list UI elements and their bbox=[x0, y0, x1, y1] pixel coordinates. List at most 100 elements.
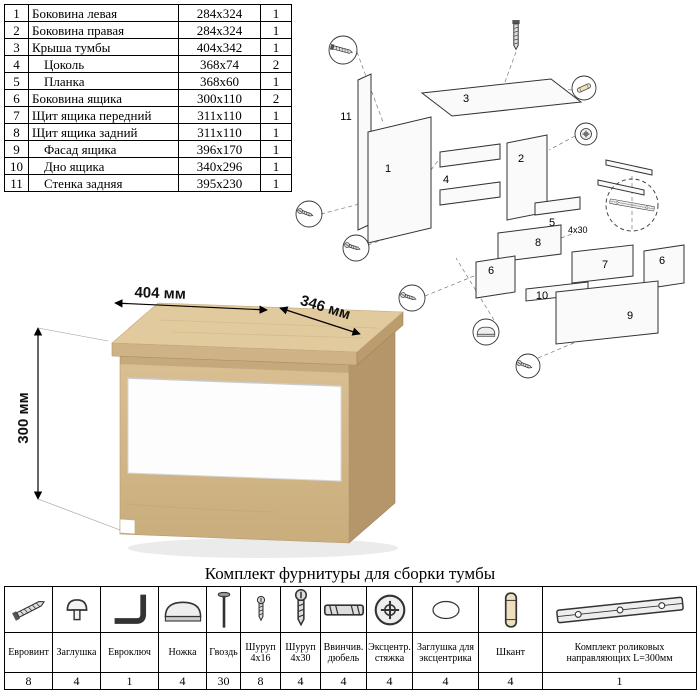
part-qty: 1 bbox=[260, 21, 292, 39]
hardware-callout-circle bbox=[472, 318, 500, 346]
hardware-callout-circle bbox=[571, 75, 597, 101]
hardware-icon-cell bbox=[240, 586, 281, 633]
table-row: 6 Боковина ящика 300х110 2 bbox=[4, 89, 292, 107]
part-label: 6 bbox=[488, 265, 494, 277]
part-number: 11 bbox=[4, 174, 29, 192]
part-number: 7 bbox=[4, 106, 29, 124]
slab-shadow bbox=[120, 356, 349, 373]
screw-icon bbox=[515, 359, 533, 371]
width-dimension-label: 404 мм bbox=[134, 284, 186, 303]
drawer-top-shadow bbox=[127, 377, 342, 387]
hardware-kit-title: Комплект фурнитуры для сборки тумбы bbox=[204, 564, 496, 583]
foot-icon bbox=[476, 326, 496, 337]
screw-4x30-icon bbox=[294, 588, 307, 625]
cabinet-render: 404 мм 346 мм 300 мм bbox=[15, 284, 404, 558]
part-qty: 1 bbox=[260, 72, 292, 90]
drawer-slides-icon bbox=[555, 595, 684, 624]
part-name: Боковина левая bbox=[28, 4, 179, 22]
table-row: 1 Боковина левая 284х324 1 bbox=[4, 4, 292, 22]
part-name: Щит ящика задний bbox=[28, 123, 179, 141]
hardware-icon-cell bbox=[100, 586, 159, 633]
exploded-assembly-diagram: 11 1 3 2 4 5 8 6 7 6 10 9 4х30 bbox=[295, 19, 685, 379]
part-number: 5 bbox=[4, 72, 29, 90]
hardware-qty: 4 bbox=[412, 672, 479, 690]
part-name: Дно ящика bbox=[28, 157, 179, 175]
part-label: 11 bbox=[340, 111, 351, 123]
part-size: 284х324 bbox=[178, 21, 261, 39]
screw-icon bbox=[343, 241, 361, 252]
euroscrew-icon bbox=[11, 596, 46, 621]
table-row: 5 Планка 368х60 1 bbox=[4, 72, 292, 90]
part-number: 9 bbox=[4, 140, 29, 158]
part-name: Крыша тумбы bbox=[28, 38, 179, 56]
hardware-icon-cell bbox=[4, 586, 53, 633]
cam-lock-icon bbox=[374, 594, 405, 625]
dimension-extension-lines bbox=[37, 327, 121, 531]
part-number: 2 bbox=[4, 21, 29, 39]
part-number: 3 bbox=[4, 38, 29, 56]
depth-dimension-arrow bbox=[279, 306, 361, 336]
part-qty: 2 bbox=[260, 55, 292, 73]
foot-icon bbox=[164, 601, 201, 622]
part-label: 8 bbox=[535, 237, 541, 249]
part-9-drawer-facade bbox=[555, 280, 659, 345]
part-number: 6 bbox=[4, 89, 29, 107]
part-qty: 1 bbox=[260, 106, 292, 124]
part-size: 284х324 bbox=[178, 4, 261, 22]
width-dimension-arrow bbox=[114, 299, 268, 314]
hardware-callout-circle bbox=[574, 122, 598, 146]
part-5-strip bbox=[534, 196, 581, 216]
part-6-drawer-side bbox=[475, 255, 516, 299]
dowel-pin-icon bbox=[576, 82, 592, 94]
cam-lock-icon bbox=[580, 128, 592, 140]
hardware-qty: 8 bbox=[240, 672, 281, 690]
part-label: 3 bbox=[463, 93, 469, 105]
part-label: 5 bbox=[549, 217, 555, 229]
hexkey-icon bbox=[114, 594, 143, 620]
hardware-icon-cell bbox=[366, 586, 413, 633]
hardware-icon-cell bbox=[206, 586, 241, 633]
confirmat-screw-icon bbox=[511, 19, 521, 50]
part-qty: 2 bbox=[260, 89, 292, 107]
hardware-table: Евровинт Заглушка Евроключ Ножка Гвоздь … bbox=[4, 586, 697, 690]
hardware-qty: 4 bbox=[52, 672, 101, 690]
cam-cap-icon bbox=[431, 600, 460, 619]
hardware-icon-cell bbox=[158, 586, 207, 633]
hardware-icon-cell bbox=[280, 586, 321, 633]
hardware-callout-circle bbox=[295, 200, 323, 228]
part-size: 311х110 bbox=[178, 106, 261, 124]
hardware-qty: 30 bbox=[206, 672, 241, 690]
hardware-qty: 4 bbox=[320, 672, 367, 690]
hardware-label: Шуруп 4х30 bbox=[280, 632, 321, 673]
part-label: 9 bbox=[627, 310, 633, 322]
hardware-label: Комплект роликовых направляющих L=300мм bbox=[542, 632, 697, 673]
part-size: 340х296 bbox=[178, 157, 261, 175]
part-8-drawer-back bbox=[497, 224, 562, 263]
part-4-plinth-strip bbox=[439, 143, 501, 168]
hardware-label: Заглушка bbox=[52, 632, 101, 673]
part-size: 395х230 bbox=[178, 174, 261, 192]
part-label: 6 bbox=[659, 255, 665, 267]
hardware-label: Шуруп 4х16 bbox=[240, 632, 281, 673]
hardware-label: Гвоздь bbox=[206, 632, 241, 673]
table-row: 11 Стенка задняя 395х230 1 bbox=[4, 174, 292, 192]
part-name: Планка bbox=[28, 72, 179, 90]
part-4-plinth-strip bbox=[439, 181, 501, 206]
drawer-slide-rail bbox=[597, 179, 645, 196]
part-qty: 1 bbox=[260, 174, 292, 192]
part-qty: 1 bbox=[260, 157, 292, 175]
nail-icon bbox=[216, 590, 231, 629]
drawer-slide-rail bbox=[605, 159, 653, 176]
table-row: 2 Боковина правая 284х324 1 bbox=[4, 21, 292, 39]
part-7-drawer-front bbox=[571, 244, 634, 284]
part-qty: 1 bbox=[260, 123, 292, 141]
part-label: 4 bbox=[443, 174, 449, 186]
part-1-left-side bbox=[367, 116, 432, 244]
hardware-label: Ножка bbox=[158, 632, 207, 673]
threaded-dowel-icon bbox=[323, 603, 364, 616]
screw-icon bbox=[296, 207, 314, 219]
part-label: 7 bbox=[602, 259, 608, 271]
hardware-qty: 4 bbox=[478, 672, 543, 690]
hardware-qty: 4 bbox=[366, 672, 413, 690]
